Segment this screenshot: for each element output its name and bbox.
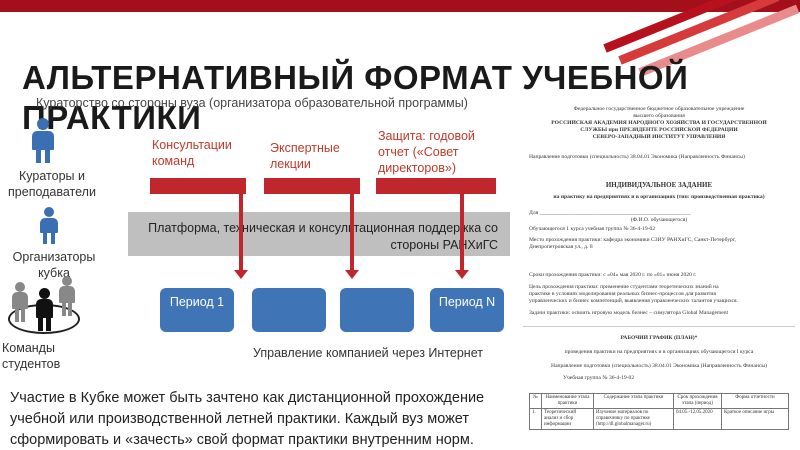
teams-label: Команды студентов bbox=[2, 341, 61, 371]
doc-line: Обучающегося 1 курса учебная группа № 36… bbox=[529, 226, 656, 232]
table-header-cell: Содержание этапа практики bbox=[593, 393, 674, 409]
doc-header-line: высшего образования bbox=[633, 113, 685, 119]
defense-bar bbox=[376, 178, 496, 194]
doc-header-line: Федеральное государственное бюджетное об… bbox=[573, 106, 745, 112]
plan-line: проведения практики на предприятиях и в … bbox=[564, 349, 754, 355]
internet-management-caption: Управление компанией через Интернет bbox=[253, 346, 483, 360]
plan-line: Учебная группа № 36-4-19-02 bbox=[563, 375, 635, 381]
doc-header-line: СЛУЖБЫ при ПРЕЗИДЕНТЕ РОССИЙСКОЙ ФЕДЕРАЦ… bbox=[580, 127, 738, 133]
curators-label: Кураторы и преподаватели bbox=[8, 169, 96, 199]
organizer-person-icon bbox=[36, 207, 62, 245]
table-header-cell: Наименование этапа практики bbox=[541, 393, 594, 409]
expert-lectures-bar bbox=[264, 178, 360, 194]
description-text: Участие в Кубке может быть зачтено как д… bbox=[10, 390, 485, 448]
slide-title: АЛЬТЕРНАТИВНЫЙ ФОРМАТ УЧЕБНОЙ ПРАКТИКИ bbox=[22, 59, 689, 136]
doc-line: Для ____________________________________… bbox=[529, 210, 691, 216]
plan-line: Направление подготовки (специальность) 3… bbox=[551, 363, 767, 369]
platform-support-box: Платформа, техническая и консультационна… bbox=[128, 212, 510, 256]
expert-lectures-label: Экспертные лекции bbox=[270, 141, 340, 171]
period-first: Период 1 bbox=[160, 288, 234, 332]
doc-line: управленческих и бизнес компетенций, выя… bbox=[529, 298, 739, 304]
table-header-row: № Наименование этапа практики Содержание… bbox=[529, 393, 789, 409]
organizers-label: Организаторы кубка bbox=[12, 250, 96, 280]
table-header-cell: № bbox=[529, 393, 542, 409]
doc-line: практике в условиях моделирования реальн… bbox=[529, 291, 716, 297]
doc-line: Цель прохождения практики: применение ст… bbox=[529, 284, 719, 290]
down-arrow-icon bbox=[234, 194, 248, 279]
table-cell: 1. bbox=[529, 408, 542, 430]
doc-direction: Направление подготовки (специальность) 3… bbox=[529, 154, 745, 160]
table-cell: 04.05.-12.05.2020 bbox=[673, 408, 722, 430]
table-header-cell: Срок прохождения этапа (период) bbox=[673, 393, 722, 409]
plan-table: № Наименование этапа практики Содержание… bbox=[529, 393, 789, 430]
consultations-bar bbox=[150, 178, 246, 194]
table-cell: Изучение материалов по справочнику по пр… bbox=[593, 408, 674, 430]
top-decor-bar bbox=[0, 0, 800, 12]
table-row: 1. Теоретический анализ и сбор информаци… bbox=[529, 408, 789, 430]
doc-header-line: СЕВЕРО-ЗАПАДНЫЙ ИНСТИТУТ УПРАВЛЕНИЯ bbox=[592, 134, 726, 140]
table-header-cell: Форма отчетности bbox=[721, 393, 789, 409]
period-last: Период N bbox=[430, 288, 504, 332]
period-middle bbox=[340, 288, 414, 332]
table-cell: Краткое описание игры bbox=[721, 408, 789, 430]
periods-timeline: Период 1 Период N bbox=[160, 288, 510, 332]
slide-subtitle: Кураторство со стороны вуза (организатор… bbox=[36, 96, 468, 110]
doc-header-line: РОССИЙСКАЯ АКАДЕМИЯ НАРОДНОГО ХОЗЯЙСТВА … bbox=[551, 120, 767, 126]
consultations-label: Консультации команд bbox=[152, 138, 232, 168]
curator-person-icon bbox=[28, 118, 58, 164]
table-cell: Теоретический анализ и сбор информации bbox=[541, 408, 594, 430]
doc-line: Задачи практики: освоить игровую модель … bbox=[529, 310, 729, 316]
doc-line: Днепропетровская ул., д. 8 bbox=[529, 244, 593, 250]
plan-title: РАБОЧИЙ ГРАФИК (ПЛАН)* bbox=[620, 335, 698, 341]
student-team-icon bbox=[8, 276, 80, 336]
work-schedule-document: РАБОЧИЙ ГРАФИК (ПЛАН)* проведения практи… bbox=[523, 326, 795, 450]
doc-subtitle: на практику на предприятиях и в организа… bbox=[553, 194, 765, 200]
down-arrow-icon bbox=[345, 194, 359, 279]
defense-label: Защита: годовой отчет («Совет директоров… bbox=[378, 129, 475, 175]
period-middle bbox=[252, 288, 326, 332]
doc-line: (Ф.И.О. обучающегося) bbox=[630, 217, 688, 223]
down-arrow-icon bbox=[455, 194, 469, 279]
doc-line: Сроки прохождения практики: с «04» мая 2… bbox=[529, 272, 697, 278]
doc-line: Место прохождения практики: кафедра экон… bbox=[529, 237, 736, 243]
doc-title: ИНДИВИДУАЛЬНОЕ ЗАДАНИЕ bbox=[605, 182, 713, 189]
